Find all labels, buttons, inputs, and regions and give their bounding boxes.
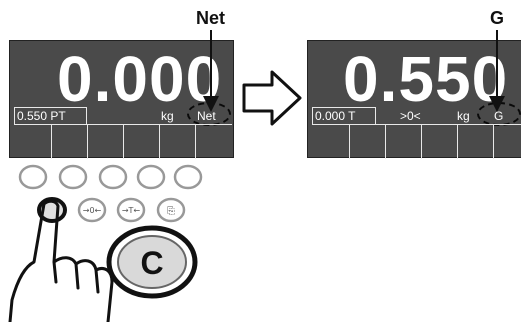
softkey-divider bbox=[349, 125, 350, 159]
display-panel-before: 0.000 0.550 PT kg Net bbox=[9, 40, 234, 159]
callout-gross-label: G bbox=[490, 8, 505, 28]
unit-label: kg bbox=[457, 109, 470, 123]
softkey-divider bbox=[493, 125, 494, 159]
hand-pointer-icon bbox=[8, 199, 114, 322]
softkey-row bbox=[14, 124, 232, 159]
softkey-divider bbox=[195, 125, 196, 159]
tare-readout: 0.550 PT bbox=[14, 107, 87, 124]
print-key-icon: ⎘ bbox=[167, 206, 175, 217]
softkey-divider bbox=[51, 125, 52, 159]
softkey-buttons[interactable] bbox=[18, 164, 203, 190]
zero-key[interactable] bbox=[77, 197, 107, 223]
zero-key-label: →0← bbox=[83, 206, 102, 215]
tare-key[interactable] bbox=[116, 197, 146, 223]
weight-readout: 0.000 bbox=[57, 43, 223, 115]
unit-label: kg bbox=[161, 109, 174, 123]
weight-readout: 0.550 bbox=[343, 43, 509, 115]
tare-key-label: →T← bbox=[122, 206, 141, 215]
softkey-divider bbox=[159, 125, 160, 159]
softkey-divider bbox=[123, 125, 124, 159]
clear-key[interactable] bbox=[106, 225, 198, 299]
print-key[interactable] bbox=[156, 197, 186, 223]
display-panel-after: 0.550 0.000 T >0< kg G bbox=[307, 40, 521, 159]
softkey-divider bbox=[87, 125, 88, 159]
softkey-divider bbox=[385, 125, 386, 159]
softkey-row bbox=[312, 124, 521, 159]
clear-key-label: C bbox=[140, 245, 163, 281]
tare-readout: 0.000 T bbox=[312, 107, 376, 124]
softkey-divider bbox=[421, 125, 422, 159]
softkey-divider bbox=[457, 125, 458, 159]
callout-net-label: Net bbox=[196, 8, 226, 28]
center-of-zero-indicator: >0< bbox=[400, 109, 421, 123]
transition-arrow-icon bbox=[242, 70, 302, 126]
